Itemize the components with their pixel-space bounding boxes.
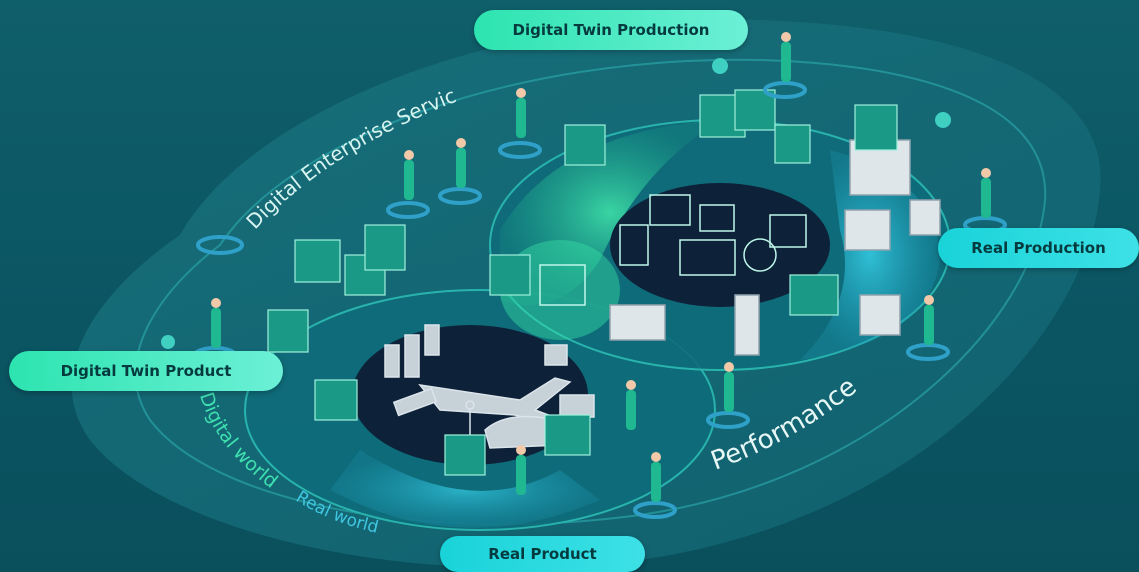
real-production-badge: Real Production	[938, 228, 1139, 268]
people-markers	[193, 32, 1007, 519]
digital-twin-product-badge: Digital Twin Product	[9, 351, 283, 391]
production-machines-illustration	[539, 139, 941, 356]
digital-twin-production-badge: Digital Twin Production	[474, 10, 748, 50]
product-models-illustration	[384, 324, 595, 450]
digital-twin-screens	[267, 89, 898, 476]
real-product-badge: Real Product	[440, 536, 645, 572]
